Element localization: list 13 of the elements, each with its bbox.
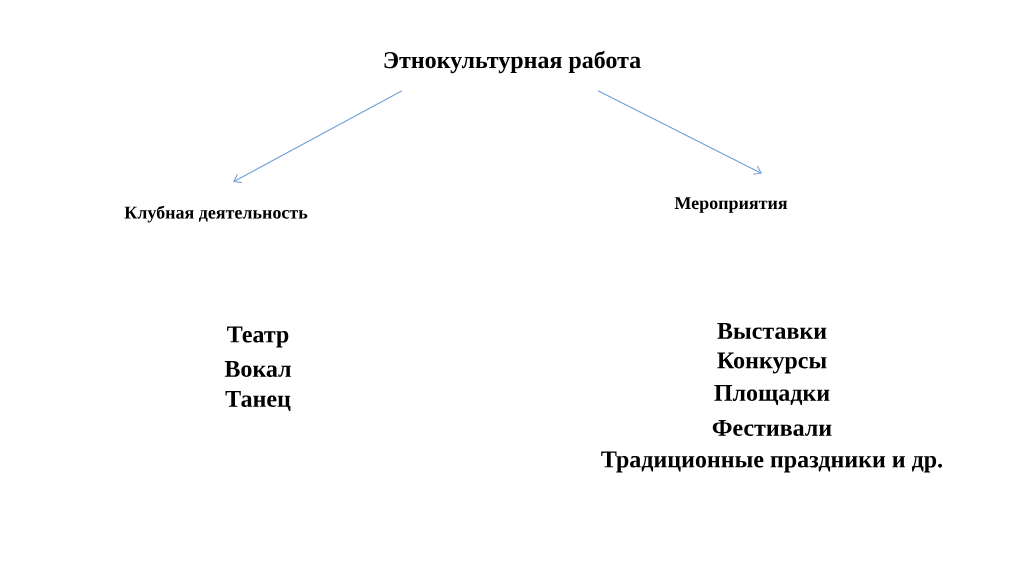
category-label: Мероприятия: [674, 197, 788, 213]
list-item: Танец: [225, 391, 291, 411]
category-label: Клубная деятельность: [124, 205, 308, 223]
list-item: Площадки: [714, 385, 830, 405]
list-item: Вокал: [224, 361, 291, 377]
list-item: Традиционные праздники и др.: [601, 451, 943, 473]
list-item: Театр: [227, 326, 289, 348]
heading: Этнокультурная работа: [384, 50, 641, 74]
list-item: Конкурсы: [717, 352, 827, 374]
arrow: [233, 90, 403, 184]
list-item: Выставки: [717, 323, 827, 339]
list-item: Фестивали: [712, 420, 832, 436]
arrow: [597, 90, 762, 175]
